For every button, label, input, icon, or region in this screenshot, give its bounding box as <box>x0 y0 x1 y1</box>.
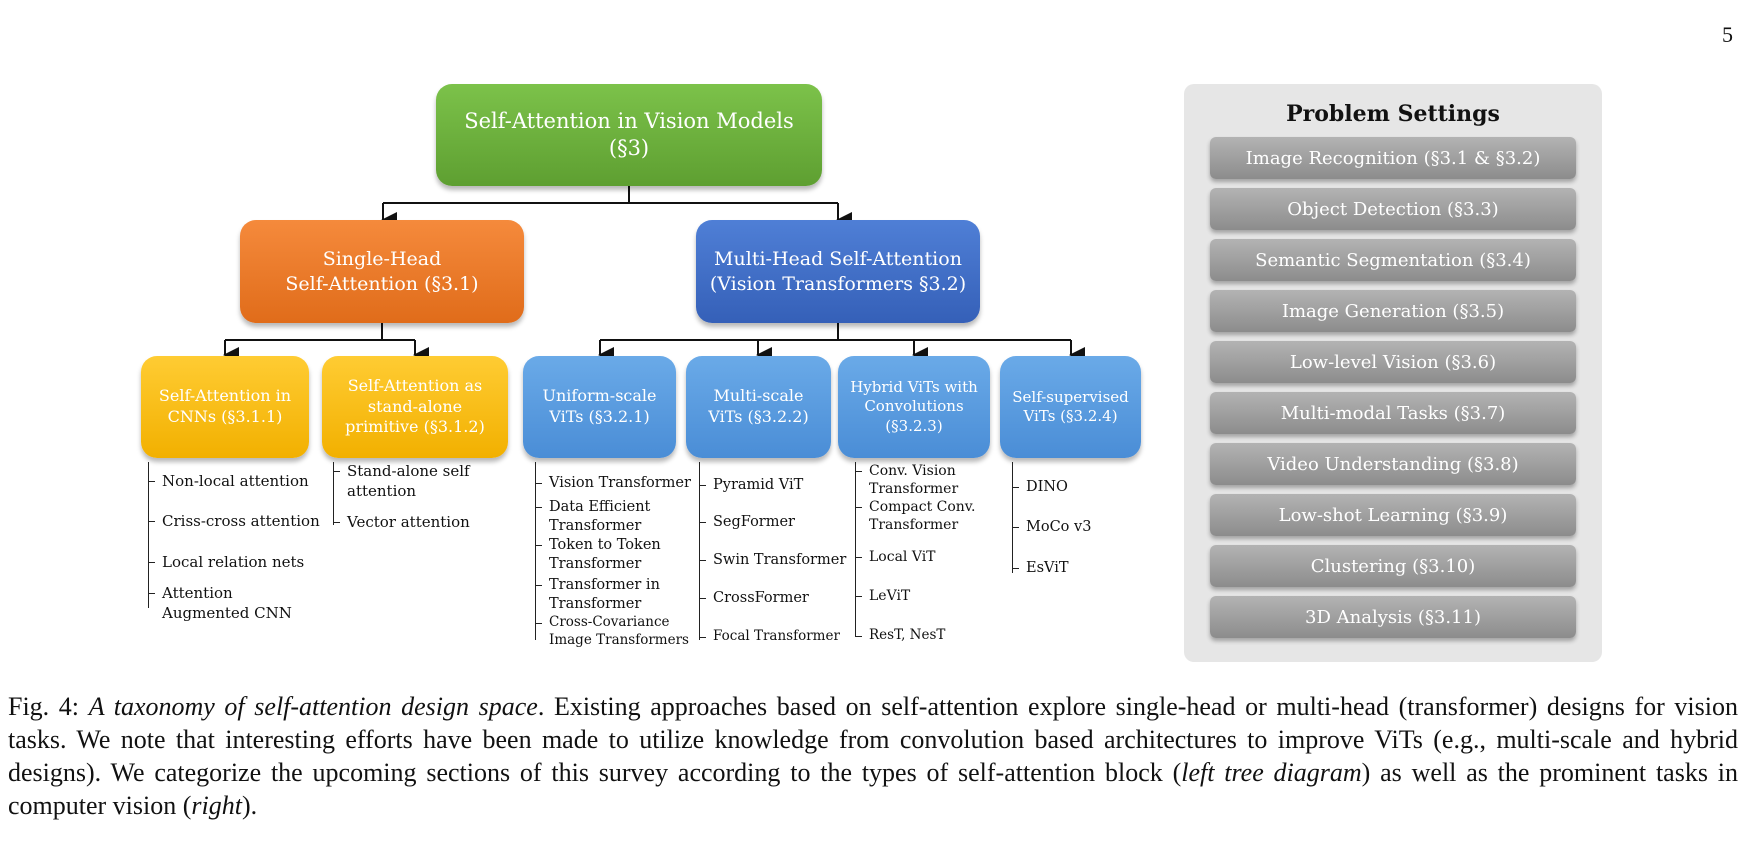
uniform-node: Uniform-scale ViTs (§3.2.1) <box>523 356 676 458</box>
cnn-node: Self-Attention in CNNs (§3.1.1) <box>141 356 309 458</box>
list-item: Vector attention <box>333 513 470 533</box>
panel-title: Problem Settings <box>1286 101 1500 127</box>
list-item: Criss-cross attention <box>148 512 320 532</box>
list-item: EsViT <box>1012 559 1069 578</box>
caption-emphasis-right: right <box>191 791 242 820</box>
cnn-list: Non-local attention Criss-cross attentio… <box>147 462 328 622</box>
list-item: Pyramid ViT <box>698 476 803 495</box>
list-item: Focal Transformer <box>699 628 840 646</box>
task-object-detection: Object Detection (§3.3) <box>1210 188 1576 230</box>
list-item: Attention Augmented CNN <box>148 584 292 623</box>
hybrid-node: Hybrid ViTs with Convolutions (§3.2.3) <box>838 356 990 458</box>
list-item: SegFormer <box>699 513 795 532</box>
list-item: Token to Token Transformer <box>535 536 661 574</box>
caption-emphasis-left: left tree diagram <box>1181 758 1362 787</box>
task-multi-modal: Multi-modal Tasks (§3.7) <box>1210 392 1576 434</box>
standalone-list: Stand-alone self attention Vector attent… <box>333 462 513 532</box>
list-item: Data Efficient Transformer <box>534 498 650 536</box>
task-low-level-vision: Low-level Vision (§3.6) <box>1210 341 1576 383</box>
uniform-list: Vision Transformer Data Efficient Transf… <box>534 462 695 652</box>
figure-caption: Fig. 4: A taxonomy of self-attention des… <box>8 690 1738 822</box>
multi-head-node: Multi-Head Self-Attention (Vision Transf… <box>696 220 980 323</box>
multiscale-list: Pyramid ViT SegFormer Swin Transformer C… <box>698 462 849 652</box>
list-item: LeViT <box>854 587 910 605</box>
list-item: Local ViT <box>855 548 936 566</box>
list-item: Transformer in Transformer <box>535 576 660 614</box>
task-low-shot-learning: Low-shot Learning (§3.9) <box>1210 494 1576 536</box>
task-semantic-segmentation: Semantic Segmentation (§3.4) <box>1210 239 1576 281</box>
problem-settings-panel: Problem Settings Image Recognition (§3.1… <box>1184 84 1602 662</box>
list-item: Stand-alone self attention <box>333 462 470 501</box>
caption-label: Fig. 4: <box>8 692 80 721</box>
list-item: Cross-Covariance Image Transformers <box>535 614 689 649</box>
task-3d-analysis: 3D Analysis (§3.11) <box>1210 596 1576 638</box>
caption-text: ) as well as the prominent tasks in comp… <box>8 758 1738 820</box>
caption-title: A taxonomy of self-attention design spac… <box>88 692 538 721</box>
single-head-node: Single-Head Self-Attention (§3.1) <box>240 220 524 323</box>
list-item: CrossFormer <box>699 589 809 608</box>
multiscale-node: Multi-scale ViTs (§3.2.2) <box>686 356 831 458</box>
task-image-generation: Image Generation (§3.5) <box>1210 290 1576 332</box>
task-image-recognition: Image Recognition (§3.1 & §3.2) <box>1210 137 1576 179</box>
list-item: Conv. Vision Transformer <box>854 462 958 498</box>
list-item: ResT, NesT <box>854 627 945 645</box>
list-item: MoCo v3 <box>1011 518 1091 537</box>
selfsup-node: Self-supervised ViTs (§3.2.4) <box>1000 356 1141 458</box>
list-item: Local relation nets <box>147 553 304 573</box>
task-video-understanding: Video Understanding (§3.8) <box>1210 443 1576 485</box>
task-clustering: Clustering (§3.10) <box>1210 545 1576 587</box>
page-number: 5 <box>1722 22 1733 47</box>
caption-text: . Existing approaches based on self-atte… <box>8 692 1738 787</box>
list-item: Vision Transformer <box>535 474 691 493</box>
hybrid-list: Conv. Vision Transformer Compact Conv. T… <box>854 462 995 652</box>
list-item: Non-local attention <box>148 472 309 492</box>
list-item: Compact Conv. Transformer <box>855 498 976 534</box>
selfsup-list: DINO MoCo v3 EsViT <box>1011 462 1132 582</box>
caption-text: ). <box>242 791 258 820</box>
root-node: Self-Attention in Vision Models (§3) <box>436 84 822 186</box>
standalone-node: Self-Attention as stand-alone primitive … <box>322 356 508 458</box>
list-item: Swin Transformer <box>698 551 846 570</box>
list-item: DINO <box>1012 478 1068 497</box>
